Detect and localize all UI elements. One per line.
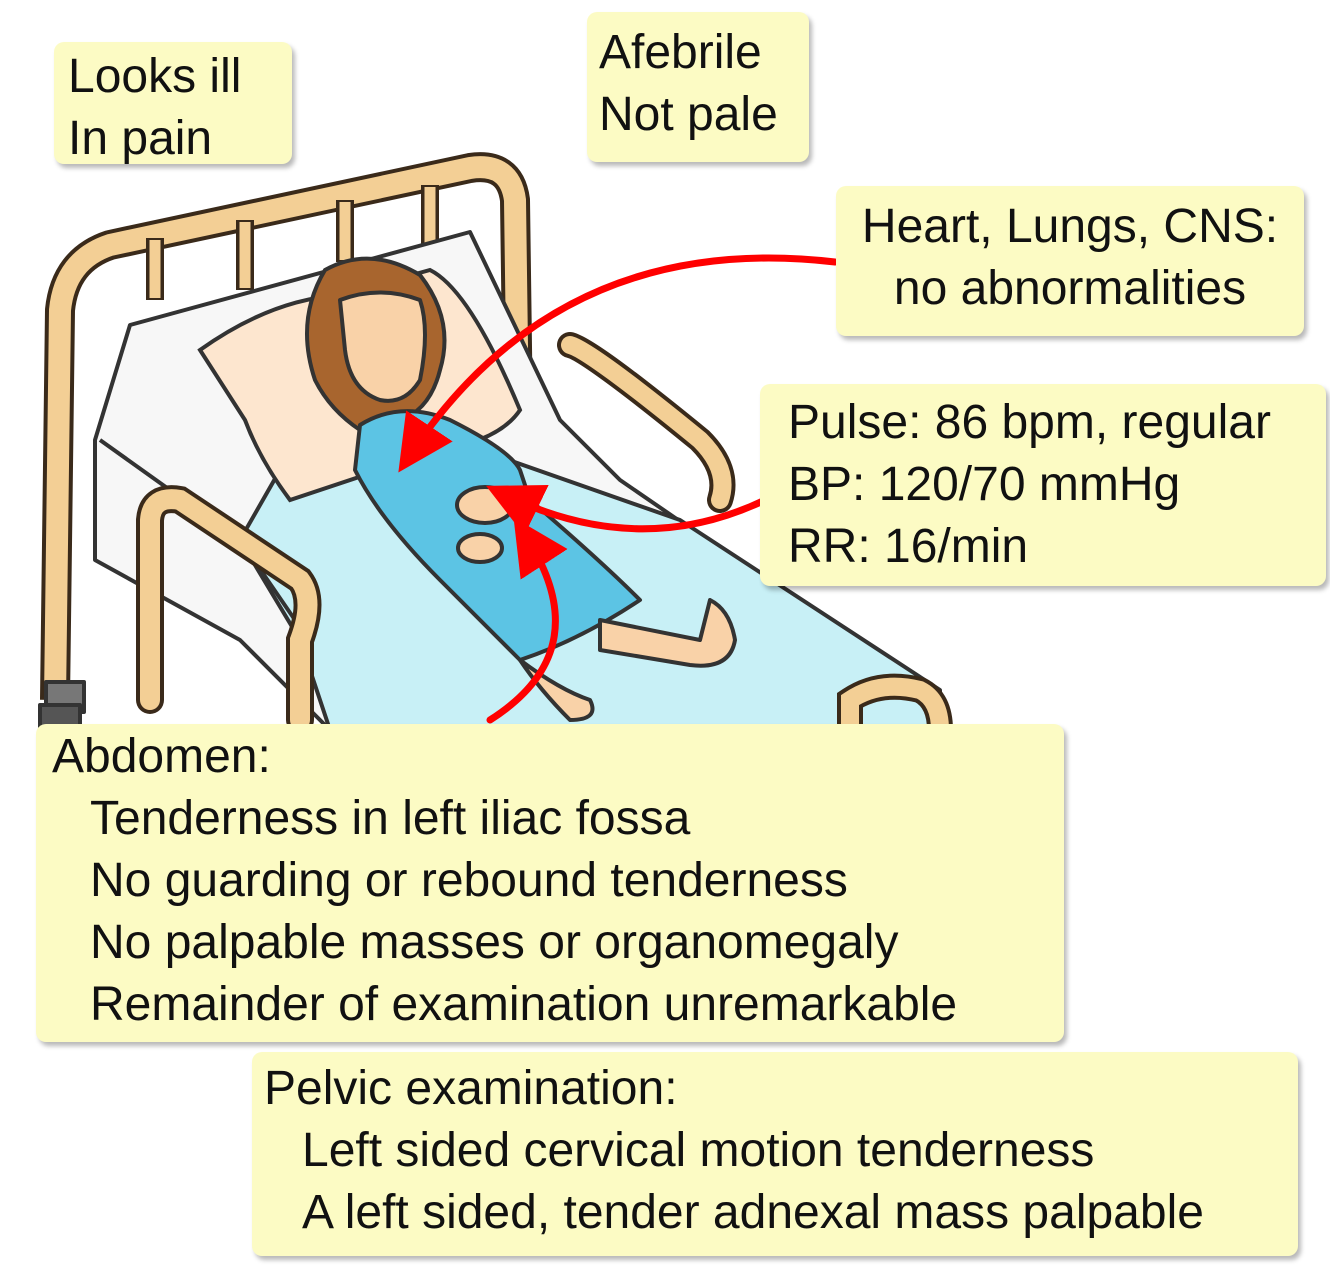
systems-note: Heart, Lungs, CNS: no abnormalities [836, 186, 1304, 336]
abdomen-finding: No palpable masses or organomegaly [90, 916, 899, 969]
finding-arrows [398, 254, 839, 724]
pelvic-finding: Left sided cervical motion tenderness [302, 1124, 1095, 1177]
abdomen-finding: Tenderness in left iliac fossa [90, 792, 691, 845]
note-line: Heart, Lungs, CNS: [861, 200, 1279, 253]
note-line: Not pale [599, 88, 778, 141]
bed-headboard [38, 152, 533, 729]
arrow-vitals-to-wrist [486, 484, 769, 536]
general-appearance-note: Looks ill In pain [54, 42, 292, 165]
bed-side-rail [136, 332, 953, 743]
abdomen-finding: No guarding or rebound tenderness [90, 854, 848, 907]
respiratory-rate-reading: RR: 16/min [788, 520, 1029, 573]
arrow-systems-to-chest [398, 254, 839, 473]
vital-signs-note: Pulse: 86 bpm, regular BP: 120/70 mmHg R… [760, 384, 1326, 586]
abdomen-heading: Abdomen: [52, 730, 271, 783]
arrow-abdomen-to-iliac [486, 517, 568, 724]
abdomen-note: Abdomen: Tenderness in left iliac fossa … [36, 724, 1064, 1042]
note-line: Afebrile [599, 26, 762, 79]
blood-pressure-reading: BP: 120/70 mmHg [788, 458, 1181, 511]
pelvic-heading: Pelvic examination: [264, 1062, 678, 1115]
patient-figure [305, 256, 737, 722]
note-line: Looks ill [68, 50, 242, 103]
abdomen-finding: Remainder of examination unremarkable [90, 978, 958, 1031]
temperature-note: Afebrile Not pale [587, 12, 809, 162]
pulse-reading: Pulse: 86 bpm, regular [788, 396, 1271, 449]
note-line: no abnormalities [893, 262, 1247, 315]
note-line: In pain [68, 112, 213, 165]
pelvic-finding: A left sided, tender adnexal mass palpab… [302, 1186, 1204, 1239]
pelvic-exam-note: Pelvic examination: Left sided cervical … [252, 1052, 1298, 1256]
